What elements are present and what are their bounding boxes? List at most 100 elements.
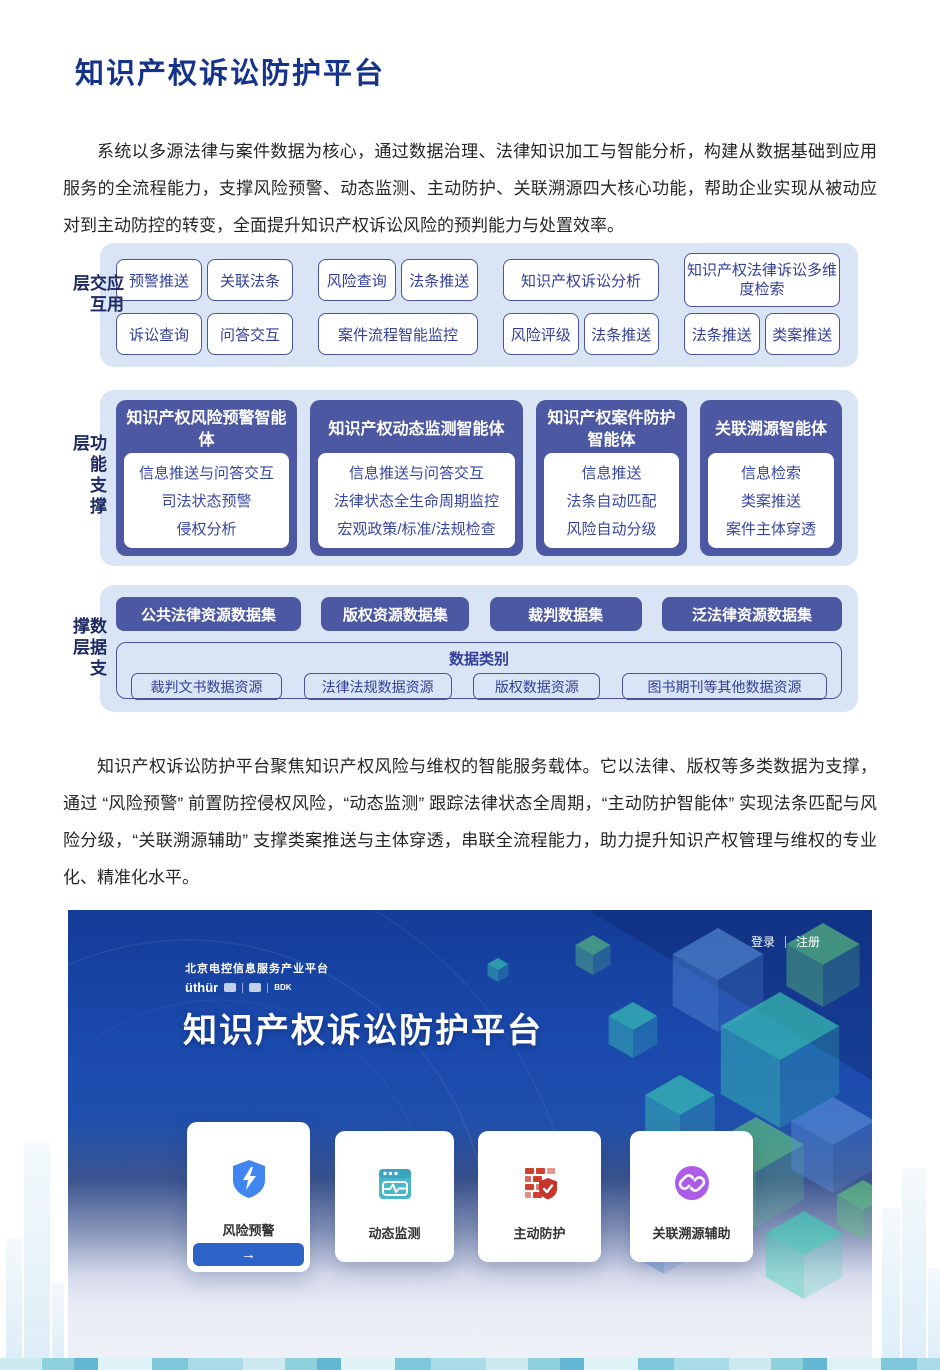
data-category-item: 版权数据资源 [473, 673, 601, 700]
logo-separator [267, 982, 269, 993]
dataset-row: 公共法律资源数据集 版权资源数据集 裁判数据集 泛法律资源数据集 [116, 597, 842, 631]
agent-capability: 信息检索 [740, 465, 801, 482]
data-layer-label: 数据支撑层 [70, 616, 106, 680]
function-layer-panel: 知识产权风险预警智能体 信息推送与问答交互 司法状态预警 侵权分析 知识产权动态… [100, 390, 858, 566]
logo-separator [242, 982, 244, 993]
feature-card-label: 风险预警 [222, 1223, 275, 1238]
agent-capability: 风险自动分级 [566, 521, 657, 538]
agent-capability: 案件主体穿透 [725, 521, 816, 538]
uthur-logo: üthür [185, 980, 219, 995]
dataset-pill: 公共法律资源数据集 [116, 597, 301, 631]
building-silhouette [6, 1238, 22, 1358]
page-title: 知识产权诉讼防护平台 [75, 58, 386, 90]
feature-card-trace-assist[interactable]: 关联溯源辅助 [630, 1131, 753, 1262]
building-silhouette [882, 1208, 900, 1358]
shield-lightning-icon [226, 1156, 272, 1207]
interaction-group: 风险评级 法条推送 [503, 313, 659, 355]
interaction-group: 法条推送 类案推送 [684, 313, 840, 355]
feature-card-label: 关联溯源辅助 [652, 1226, 731, 1241]
monitor-wave-icon [373, 1161, 417, 1210]
platform-hero-screenshot: 登录 注册 北京电控信息服务产业平台 üthür BDK 知识产权诉讼防护平台 … [68, 910, 872, 1360]
agent-title: 知识产权风险预警智能体 [126, 410, 287, 449]
interaction-group: 案件流程智能监控 [318, 313, 478, 355]
agent-capabilities: 信息推送 法条自动匹配 风险自动分级 [544, 453, 679, 548]
brand-logo-row: üthür BDK [185, 980, 329, 995]
agent-title: 知识产权案件防护智能体 [547, 410, 676, 449]
brand-block: 北京电控信息服务产业平台 üthür BDK [185, 960, 329, 995]
capability-box: 知识产权诉讼分析 [503, 259, 659, 301]
feature-card-dynamic-monitoring[interactable]: 动态监测 [335, 1131, 454, 1262]
agent-capability: 法条自动匹配 [566, 493, 657, 510]
interaction-group: 风险查询 法条推送 [318, 253, 478, 307]
agent-card: 知识产权案件防护智能体 信息推送 法条自动匹配 风险自动分级 [536, 400, 687, 556]
auth-links: 登录 注册 [751, 933, 820, 950]
function-layer-section: 功能支撑层 知识产权风险预警智能体 信息推送与问答交互 司法状态预警 侵权分析 … [63, 390, 877, 566]
capability-box: 知识产权法律诉讼多维度检索 [684, 253, 840, 307]
capability-box: 风险评级 [503, 313, 579, 355]
hero-cubes-decoration [68, 910, 872, 1360]
data-category-item: 图书期刊等其他数据资源 [621, 673, 827, 700]
feature-card-label: 主动防护 [513, 1226, 566, 1241]
agent-capability: 侵权分析 [176, 521, 237, 538]
feature-card-label: 动态监测 [368, 1226, 421, 1241]
interaction-group: 诉讼查询 问答交互 [116, 313, 293, 355]
data-category-item: 裁判文书数据资源 [131, 673, 282, 700]
capability-box: 类案推送 [764, 313, 840, 355]
auth-divider [784, 935, 786, 948]
capability-box: 风险查询 [318, 259, 396, 301]
data-category-box: 数据类别 裁判文书数据资源 法律法规数据资源 版权数据资源 图书期刊等其他数据资… [116, 642, 842, 700]
agent-capabilities: 信息推送与问答交互 法律状态全生命周期监控 宏观政策/标准/法规检查 [318, 453, 515, 548]
agent-capability: 信息推送 [581, 465, 642, 482]
agent-card: 关联溯源智能体 信息检索 类案推送 案件主体穿透 [700, 400, 842, 556]
capability-box: 关联法条 [207, 259, 293, 301]
cityscape-strip [0, 1358, 940, 1370]
interaction-group: 知识产权法律诉讼多维度检索 [684, 253, 840, 307]
interaction-group: 预警推送 关联法条 [116, 253, 293, 307]
building-silhouette [24, 1143, 50, 1358]
agent-capability: 信息推送与问答交互 [138, 465, 274, 482]
register-link[interactable]: 注册 [795, 935, 820, 949]
building-silhouette [928, 1268, 940, 1358]
feature-card-risk-warning[interactable]: 风险预警 → [187, 1122, 310, 1272]
bdk-logo: BDK [274, 982, 292, 992]
agent-capabilities: 信息检索 类案推送 案件主体穿透 [708, 453, 834, 548]
agent-title: 关联溯源智能体 [714, 421, 827, 439]
capability-box: 案件流程智能监控 [318, 313, 478, 355]
agent-card: 知识产权动态监测智能体 信息推送与问答交互 法律状态全生命周期监控 宏观政策/标… [310, 400, 523, 556]
feature-card-arrow-button[interactable]: → [193, 1243, 304, 1266]
agent-card: 知识产权风险预警智能体 信息推送与问答交互 司法状态预警 侵权分析 [116, 400, 297, 556]
capability-box: 问答交互 [207, 313, 293, 355]
data-layer-panel: 公共法律资源数据集 版权资源数据集 裁判数据集 泛法律资源数据集 数据类别 裁判… [100, 585, 858, 712]
dataset-pill: 裁判数据集 [489, 597, 642, 631]
interaction-layer-section: 应用交互层 预警推送 关联法条 风险查询 法条推送 知识产权诉讼分析 知识产权法… [63, 243, 877, 367]
building-silhouette [52, 1283, 64, 1358]
agent-capability: 类案推送 [740, 493, 801, 510]
hero-title: 知识产权诉讼防护平台 [183, 1012, 543, 1050]
capability-box: 诉讼查询 [116, 313, 202, 355]
interaction-row-1: 预警推送 关联法条 风险查询 法条推送 知识产权诉讼分析 知识产权法律诉讼多维度… [116, 253, 842, 307]
capability-box: 法条推送 [684, 313, 760, 355]
data-layer-section: 数据支撑层 公共法律资源数据集 版权资源数据集 裁判数据集 泛法律资源数据集 数… [63, 585, 877, 712]
agent-capabilities: 信息推送与问答交互 司法状态预警 侵权分析 [124, 453, 289, 548]
data-category-item: 法律法规数据资源 [303, 673, 452, 700]
capability-box: 预警推送 [116, 259, 202, 301]
login-link[interactable]: 登录 [750, 935, 775, 949]
agent-capability: 司法状态预警 [161, 493, 252, 510]
brand-platform-name: 北京电控信息服务产业平台 [185, 963, 329, 975]
capability-box: 法条推送 [583, 313, 659, 355]
partner-logo-icon [224, 983, 237, 992]
interaction-layer-label: 应用交互层 [70, 274, 123, 316]
dataset-pill: 版权资源数据集 [321, 597, 470, 631]
capability-box: 法条推送 [400, 259, 478, 301]
feature-card-active-protection[interactable]: 主动防护 [478, 1131, 601, 1262]
interaction-group: 知识产权诉讼分析 [503, 253, 659, 307]
data-category-row: 裁判文书数据资源 法律法规数据资源 版权数据资源 图书期刊等其他数据资源 [131, 673, 827, 700]
dataset-pill: 泛法律资源数据集 [661, 597, 842, 631]
intro-paragraph: 系统以多源法律与案件数据为核心，通过数据治理、法律知识加工与智能分析，构建从数据… [63, 142, 877, 235]
interaction-row-2: 诉讼查询 问答交互 案件流程智能监控 风险评级 法条推送 法条推送 类案推送 [116, 313, 842, 355]
chain-link-icon [670, 1161, 714, 1210]
interaction-layer-panel: 预警推送 关联法条 风险查询 法条推送 知识产权诉讼分析 知识产权法律诉讼多维度… [100, 243, 858, 367]
agent-capability: 信息推送与问答交互 [348, 465, 484, 482]
function-layer-label: 功能支撑层 [70, 434, 106, 518]
agent-title: 知识产权动态监测智能体 [328, 421, 505, 439]
